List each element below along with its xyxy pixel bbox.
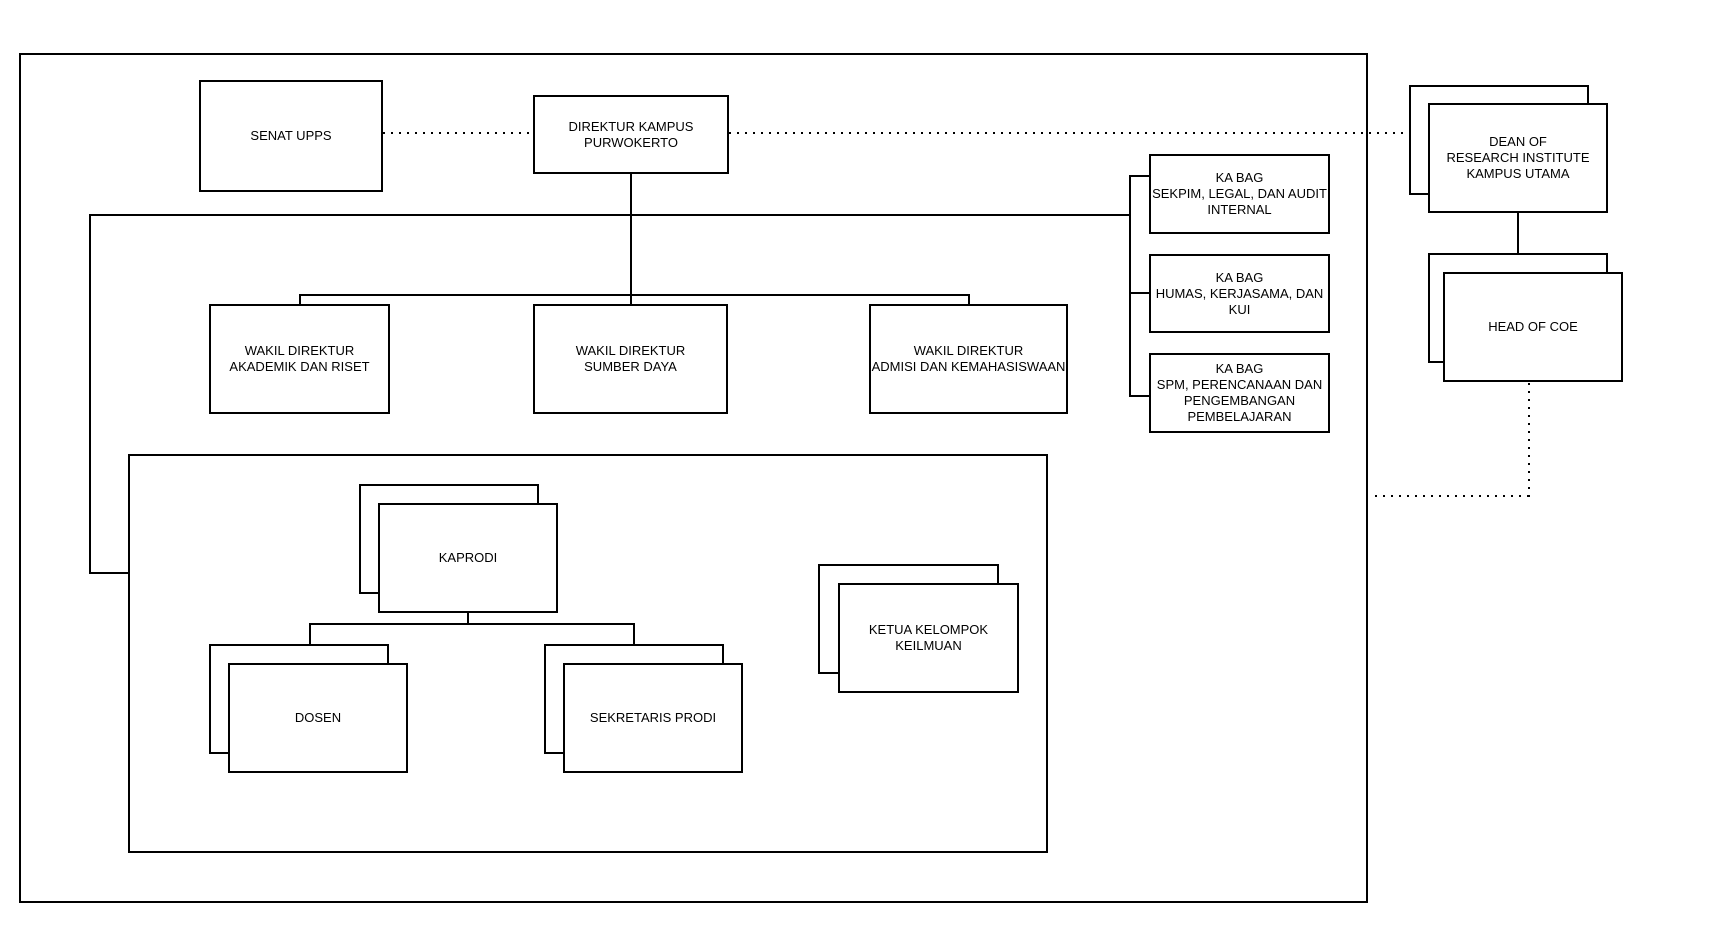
node-senat-upps: SENAT UPPS — [199, 80, 383, 192]
main-container-frame — [19, 53, 1368, 903]
node-label: PEMBELAJARAN — [1187, 409, 1292, 424]
connector-dosen-stub — [309, 623, 311, 646]
connector-sekretaris-stub — [633, 623, 635, 646]
node-label: KAMPUS UTAMA — [1466, 166, 1570, 181]
connector-kabag-bracket — [1129, 175, 1131, 397]
connector-wakil-admisi-stub — [968, 294, 970, 305]
dotted-head-to-frame — [1375, 495, 1530, 497]
connector-wakil-akademik-stub — [299, 294, 301, 305]
node-label: DIREKTUR KAMPUS — [568, 118, 694, 134]
connector-kabag2-stub — [1129, 292, 1149, 294]
node-label: SEKRETARIS PRODI — [589, 710, 717, 725]
node-kabag-humas: KA BAG HUMAS, KERJASAMA, DAN KUI — [1149, 254, 1330, 333]
connector-left-drop — [89, 214, 91, 574]
node-dean-research-institute: DEAN OF RESEARCH INSTITUTE KAMPUS UTAMA — [1428, 103, 1608, 213]
node-label: SPM, PERENCANAAN DAN — [1156, 377, 1323, 392]
connector-kabag3-stub — [1129, 395, 1149, 397]
connector-group-stub — [89, 572, 128, 574]
connector-prodi-rail — [309, 623, 635, 625]
node-label: HEAD OF COE — [1488, 319, 1578, 334]
connector-direktur-down — [630, 174, 632, 305]
node-label: KAPRODI — [438, 550, 498, 565]
node-label: WAKIL DIREKTUR — [575, 343, 686, 358]
dotted-head-down — [1528, 383, 1530, 497]
node-label: KA BAG — [1215, 269, 1264, 285]
node-kaprodi: KAPRODI — [378, 503, 558, 613]
node-label: SUMBER DAYA — [584, 359, 677, 374]
node-wakil-sumber-daya: WAKIL DIREKTUR SUMBER DAYA — [533, 304, 728, 414]
node-wakil-admisi: WAKIL DIREKTUR ADMISI DAN KEMAHASISWAAN — [869, 304, 1068, 414]
node-head-of-coe: HEAD OF COE — [1443, 272, 1623, 382]
node-direktur-kampus: DIREKTUR KAMPUS PURWOKERTO — [533, 95, 729, 174]
node-ketua-kelompok: KETUA KELOMPOK KEILMUAN — [838, 583, 1019, 693]
dotted-senat-direktur — [383, 132, 533, 134]
node-label: RESEARCH INSTITUTE — [1446, 150, 1590, 165]
node-kabag-spm: KA BAG SPM, PERENCANAAN DAN PENGEMBANGAN… — [1149, 353, 1330, 433]
node-label: WAKIL DIREKTUR — [913, 343, 1024, 358]
node-label: SENAT UPPS — [250, 128, 332, 143]
connector-feeder-rail — [89, 214, 1131, 216]
node-label: WAKIL DIREKTUR — [244, 343, 355, 358]
node-label: KA BAG — [1215, 361, 1264, 376]
node-sekretaris-prodi: SEKRETARIS PRODI — [563, 663, 743, 773]
connector-wakil-rail — [299, 294, 970, 296]
node-label: PURWOKERTO — [584, 134, 678, 150]
node-label: ADMISI DAN KEMAHASISWAAN — [871, 359, 1066, 374]
node-wakil-akademik: WAKIL DIREKTUR AKADEMIK DAN RISET — [209, 304, 390, 414]
connector-kabag1-stub — [1129, 175, 1149, 177]
node-label: AKADEMIK DAN RISET — [229, 359, 370, 374]
node-label: SEKPIM, LEGAL, DAN AUDIT — [1152, 186, 1327, 201]
node-label: HUMAS, KERJASAMA, DAN — [1155, 285, 1324, 301]
node-label: KUI — [1228, 301, 1251, 317]
dotted-direktur-dean — [729, 132, 1409, 134]
node-label: KA BAG — [1215, 170, 1264, 185]
prodi-group-frame — [128, 454, 1048, 853]
node-label: INTERNAL — [1207, 202, 1272, 217]
node-label: DOSEN — [294, 710, 342, 725]
node-label: KETUA KELOMPOK — [868, 622, 989, 637]
connector-kaprodi-down — [467, 613, 469, 625]
node-dosen: DOSEN — [228, 663, 408, 773]
node-label: KEILMUAN — [895, 638, 962, 653]
node-label: PENGEMBANGAN — [1183, 393, 1296, 408]
connector-dean-head — [1517, 213, 1519, 255]
node-kabag-sekpim: KA BAG SEKPIM, LEGAL, DAN AUDIT INTERNAL — [1149, 154, 1330, 234]
node-label: DEAN OF — [1489, 134, 1547, 149]
